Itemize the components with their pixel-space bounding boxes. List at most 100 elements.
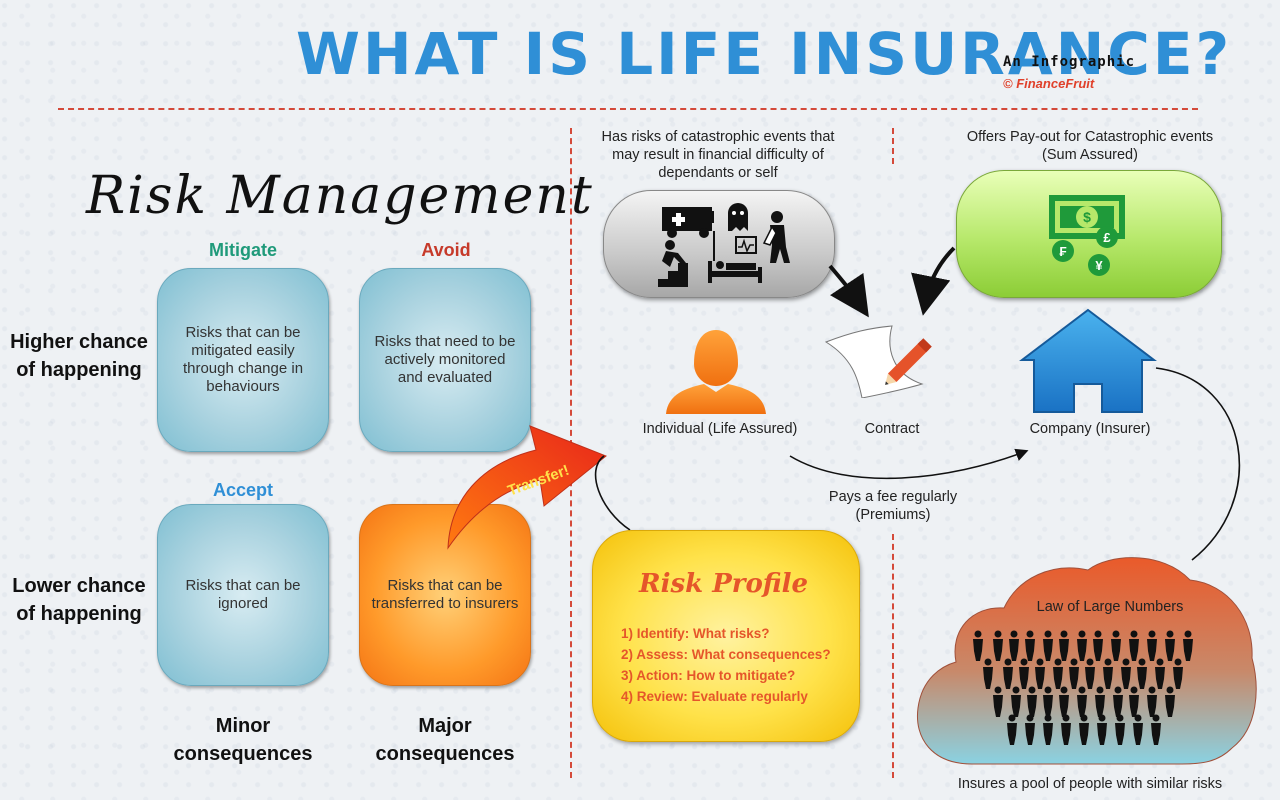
- mitigate-box-text: Risks that can be mitigated easily throu…: [182, 324, 304, 395]
- pool-caption: Insures a pool of people with similar ri…: [957, 776, 1223, 792]
- person-silhouette: [1060, 686, 1068, 694]
- person-silhouette: [1026, 714, 1034, 722]
- person-silhouette: [1043, 639, 1053, 661]
- section-divider-right-bottom: [892, 534, 894, 778]
- person-silhouette: [1009, 639, 1019, 661]
- page-title: WHAT IS LIFE INSURANCE?: [296, 20, 1233, 88]
- individual-label: Individual (Life Assured): [642, 421, 798, 437]
- payout-caption: Offers Pay-out for Catastrophic events (…: [966, 129, 1214, 163]
- brand-credit: © FinanceFruit: [1003, 76, 1095, 91]
- risk-profile-list: 1) Identify: What risks? 2) Assess: What…: [621, 623, 831, 707]
- person-silhouette: [1044, 714, 1052, 722]
- person-silhouette: [1012, 686, 1020, 694]
- risk-to-contract-arrow: [828, 264, 869, 318]
- person-silhouette: [1148, 686, 1156, 694]
- person-silhouette: [1155, 667, 1165, 689]
- person-silhouette: [1156, 658, 1164, 666]
- person-silhouette: [1094, 630, 1102, 638]
- person-silhouette: [1019, 667, 1029, 689]
- person-silhouette: [1130, 686, 1138, 694]
- person-silhouette: [1035, 667, 1045, 689]
- risk-profile-item: 4) Review: Evaluate regularly: [621, 689, 808, 704]
- person-silhouette: [973, 639, 983, 661]
- person-silhouette: [1060, 630, 1068, 638]
- pool-cloud: [916, 557, 1257, 765]
- person-silhouette: [1043, 695, 1053, 717]
- person-silhouette: [1077, 695, 1087, 717]
- person-silhouette: [1121, 667, 1131, 689]
- person-silhouette: [1086, 658, 1094, 666]
- company-label: Company (Insurer): [1029, 421, 1151, 437]
- risk-profile-item: 2) Assess: What consequences?: [621, 647, 831, 662]
- profile-to-individual-curve: [594, 455, 631, 531]
- person-silhouette: [1007, 723, 1017, 745]
- falling-stairs-icon: [658, 240, 688, 287]
- person-silhouette: [1059, 639, 1069, 661]
- person-silhouette: [1097, 723, 1107, 745]
- person-silhouette: [1098, 714, 1106, 722]
- money-icon: $ £ ₣ ¥: [1049, 195, 1125, 276]
- person-silhouette: [1137, 667, 1147, 689]
- person-silhouette: [1053, 667, 1063, 689]
- person-silhouette: [1025, 639, 1035, 661]
- person-silhouette: [1028, 686, 1036, 694]
- ghost-icon: [728, 203, 748, 231]
- person-silhouette: [1147, 639, 1157, 661]
- person-silhouette: [1183, 639, 1193, 661]
- person-silhouette: [1077, 639, 1087, 661]
- person-silhouette: [1026, 630, 1034, 638]
- risk-profile-item: 1) Identify: What risks?: [621, 626, 770, 641]
- svg-text:₣: ₣: [1059, 244, 1066, 259]
- person-silhouette: [1116, 714, 1124, 722]
- person-silhouette: [1004, 658, 1012, 666]
- payout-pill: $ £ ₣ ¥: [956, 170, 1222, 298]
- person-silhouette: [1166, 686, 1174, 694]
- company-to-pool-curve: [1155, 367, 1241, 561]
- risk-profile-card: Risk Profile 1) Identify: What risks? 2)…: [592, 530, 860, 742]
- person-silhouette: [974, 630, 982, 638]
- accept-label: Accept: [212, 480, 274, 500]
- house-icon: [1019, 308, 1157, 413]
- person-silhouette: [1166, 630, 1174, 638]
- person-silhouette: [1148, 630, 1156, 638]
- transfer-arrow: Transfer!: [447, 425, 607, 550]
- svg-text:¥: ¥: [1095, 258, 1103, 273]
- person-silhouette: [1147, 695, 1157, 717]
- person-silhouette: [1104, 658, 1112, 666]
- person-silhouette: [1079, 723, 1089, 745]
- person-silhouette: [1036, 658, 1044, 666]
- person-silhouette: [1003, 667, 1013, 689]
- transfer-box: Risks that can be transferred to insurer…: [359, 504, 531, 686]
- person-silhouette: [1080, 714, 1088, 722]
- person-silhouette: [1008, 714, 1016, 722]
- risk-caption: Has risks of catastrophic events that ma…: [601, 129, 835, 181]
- mitigate-box: Risks that can be mitigated easily throu…: [157, 268, 329, 452]
- person-silhouette: [1011, 695, 1021, 717]
- risk-profile-title: Risk Profile: [639, 569, 809, 599]
- person-silhouette: [1173, 667, 1183, 689]
- person-silhouette: [1122, 658, 1130, 666]
- person-silhouette: [1062, 714, 1070, 722]
- person-silhouette: [1129, 639, 1139, 661]
- person-silhouette: [1025, 723, 1035, 745]
- catastrophic-risks-pill: [603, 190, 835, 298]
- person-silhouette: [1134, 714, 1142, 722]
- accept-box-text: Risks that can be ignored: [185, 577, 301, 612]
- person-silhouette: [1096, 686, 1104, 694]
- person-silhouette: [1114, 686, 1122, 694]
- person-silhouette: [1103, 667, 1113, 689]
- person-silhouette: [1054, 658, 1062, 666]
- risk-profile-item: 3) Action: How to mitigate?: [621, 668, 796, 683]
- hospital-bed-icon: [708, 231, 762, 283]
- person-silhouette: [993, 695, 1003, 717]
- crowd-icon: [973, 630, 1193, 745]
- person-silhouette: [1078, 686, 1086, 694]
- person-silhouette: [1061, 723, 1071, 745]
- person-silhouette: [1010, 630, 1018, 638]
- accept-box: Risks that can be ignored: [157, 504, 329, 686]
- avoid-box-text: Risks that need to be actively monitored…: [374, 333, 516, 386]
- person-silhouette: [984, 658, 992, 666]
- premium-label: Pays a fee regularly (Premiums): [828, 489, 958, 523]
- person-silhouette: [1184, 630, 1192, 638]
